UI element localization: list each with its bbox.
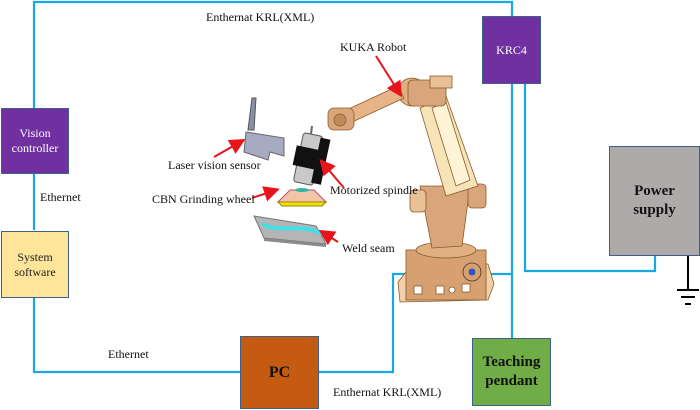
arrow-motorized-spindle [319, 158, 345, 189]
power-supply-box: Power supply [609, 146, 700, 256]
cbn-grinding-wheel-illustration [276, 188, 328, 207]
motorized-spindle-label: Motorized spindle [330, 183, 418, 197]
arrow-laser-vision-sensor [213, 139, 246, 158]
connection-label-top: Enthernat KRL(XML) [206, 10, 315, 24]
vision-controller-box: Vision controller [1, 108, 69, 174]
laser-vision-sensor-label: Laser vision sensor [168, 158, 261, 172]
wire-krc4-to-power [523, 84, 657, 273]
weld-plate-illustration [253, 215, 327, 247]
krc4-label: KRC4 [496, 42, 527, 57]
system-software-label: System software [14, 249, 56, 279]
kuka-robot-label: KUKA Robot [340, 40, 407, 54]
krc4-box: KRC4 [482, 16, 541, 84]
pc-box: PC [240, 336, 319, 409]
laser-vision-sensor-illustration [243, 97, 285, 161]
kuka-robot-illustration [327, 75, 495, 303]
teaching-pendant-box: Teaching pendant [472, 338, 551, 406]
power-supply-label: Power supply [633, 183, 676, 218]
arrow-kuka-robot [375, 55, 403, 98]
wire-software-to-pc [32, 298, 240, 374]
connection-label-left: Ethernet [40, 190, 81, 204]
connection-label-bottom-right: Enthernat KRL(XML) [333, 385, 442, 399]
arrow-weld-seam [318, 229, 339, 246]
system-software-box: System software [1, 231, 69, 298]
wire-top-loop [32, 0, 514, 108]
arrow-grinding-wheel [251, 186, 280, 202]
vision-controller-label: Vision controller [11, 126, 59, 155]
connection-label-bottom-left: Ethernet [108, 347, 149, 361]
ground-icon [677, 256, 699, 305]
teaching-pendant-label: Teaching pendant [482, 354, 541, 389]
motorized-spindle-illustration [292, 125, 331, 186]
weld-seam-label: Weld seam [342, 241, 395, 255]
cbn-grinding-wheel-label: CBN Grinding wheel [152, 192, 255, 206]
pc-label: PC [268, 363, 291, 381]
